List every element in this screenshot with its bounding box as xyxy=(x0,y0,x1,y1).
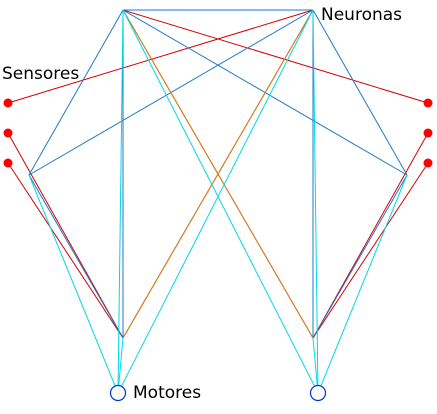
sensor-node-S4 xyxy=(423,98,433,108)
edge-N3-M1 xyxy=(28,174,119,394)
edge-N1-M1 xyxy=(117,9,124,394)
neuronas-label: Neuronas xyxy=(321,5,403,25)
edge-N2-N4 xyxy=(312,9,408,176)
motor-node-M2 xyxy=(309,384,327,402)
nodes xyxy=(3,98,433,402)
edge-S3-N5 xyxy=(7,162,124,339)
sensores-label: Sensores xyxy=(2,64,80,84)
edge-N4-M2 xyxy=(317,174,408,394)
edge-N6-M2 xyxy=(312,337,319,394)
edge-S1-N2 xyxy=(7,9,314,104)
sensor-node-S6 xyxy=(423,158,433,168)
sensor-node-S5 xyxy=(423,128,433,138)
sensor-node-S1 xyxy=(3,98,13,108)
edge-N3-N5 xyxy=(28,174,124,339)
edge-N2-M1 xyxy=(117,9,314,394)
connections xyxy=(7,9,429,394)
sensor-node-S2 xyxy=(3,128,13,138)
edge-N5-M1 xyxy=(117,337,124,394)
edge-S4-N1 xyxy=(122,9,429,104)
motores-label: Motores xyxy=(133,383,202,403)
edge-N1-M2 xyxy=(122,9,319,394)
sensor-node-S3 xyxy=(3,158,13,168)
edge-N1-N3 xyxy=(28,9,124,176)
motor-node-M1 xyxy=(109,384,127,402)
edge-N4-N6 xyxy=(312,174,408,339)
edge-N2-M2 xyxy=(312,9,319,394)
edge-N2-N5 xyxy=(122,9,314,339)
edge-S6-N6 xyxy=(312,162,429,339)
